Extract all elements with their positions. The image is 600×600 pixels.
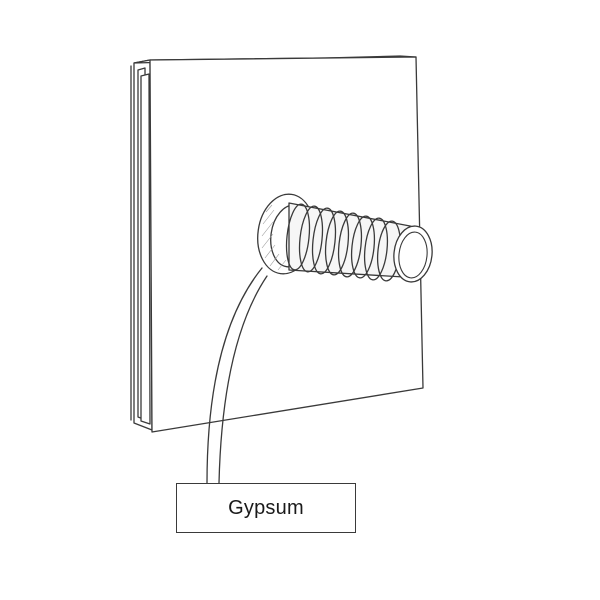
callout-label: Gypsum	[228, 496, 304, 519]
duct-ring	[337, 212, 363, 278]
duct-ring	[285, 203, 311, 271]
duct-ring	[350, 215, 376, 279]
gypsum-sleeve-hatching	[261, 204, 287, 271]
callout-leader	[206, 267, 268, 484]
duct-ring	[324, 210, 350, 276]
duct-ring	[311, 207, 337, 275]
duct-ring	[363, 217, 389, 281]
panel-edge-inner	[140, 73, 151, 425]
flexible-duct	[285, 202, 433, 283]
leader-line-left	[206, 267, 263, 484]
leader-line-right	[218, 275, 268, 484]
callout-box: Gypsum	[176, 483, 356, 533]
duct-ring	[298, 205, 324, 273]
duct-open-end-inner	[398, 231, 428, 279]
